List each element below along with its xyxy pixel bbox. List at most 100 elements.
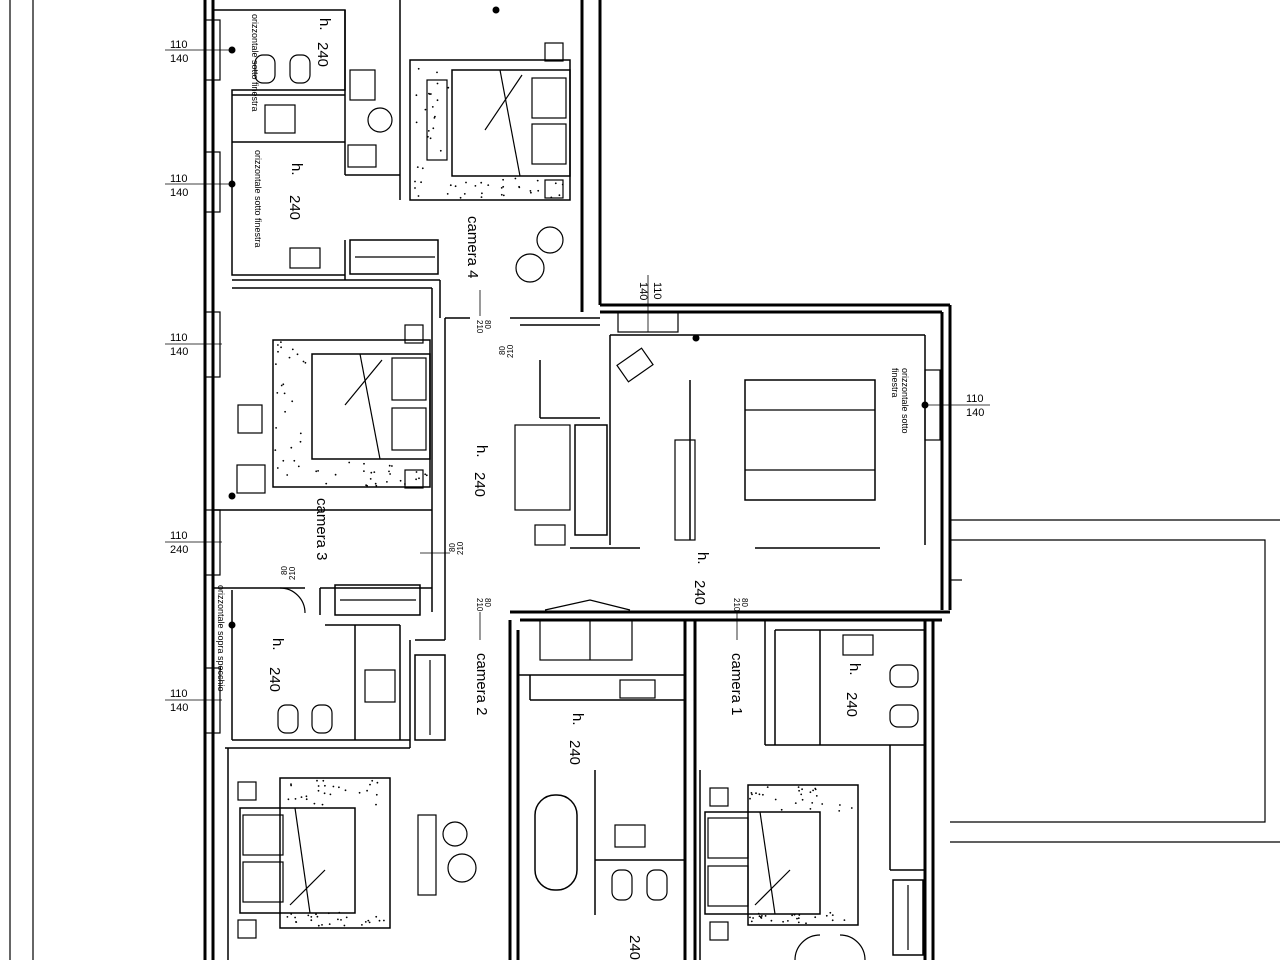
headboard-texture-dot: [814, 916, 817, 919]
headboard-texture-dot: [811, 802, 814, 804]
height-label: h.: [846, 663, 863, 676]
headboard-texture-dot: [760, 916, 762, 919]
headboard-texture-dot: [291, 348, 294, 351]
headboard-texture-dot: [421, 167, 424, 170]
headboard-texture-dot: [317, 785, 320, 787]
window-dim: 140: [966, 407, 984, 419]
headboard-texture-dot: [425, 474, 428, 477]
door-dim: 210: [288, 566, 297, 580]
window-dim: 140: [170, 53, 188, 65]
headboard-texture-dot: [286, 474, 289, 476]
headboard-texture-dot: [275, 363, 277, 365]
note-orizz-sopra-specchio: orizzontale sopra specchio: [216, 585, 226, 692]
room-label-camera-4: camera 4: [464, 216, 481, 279]
headboard-texture-dot: [370, 471, 373, 474]
headboard-texture-dot: [764, 915, 767, 917]
headboard-texture-dot: [274, 449, 277, 451]
headboard-texture-dot: [529, 190, 532, 192]
terrace-outline: [950, 519, 1280, 843]
headboard-texture-dot: [481, 192, 483, 195]
headboard-texture-dot: [536, 179, 539, 182]
headboard-texture-dot: [801, 788, 803, 791]
headboard-texture-dot: [337, 918, 339, 921]
headboard-texture-dot: [558, 194, 561, 197]
room-label-camera-1: camera 1: [728, 653, 745, 716]
headboard-texture-dot: [782, 920, 784, 923]
headboard-texture-dot: [290, 913, 293, 915]
section-markers: [420, 290, 738, 640]
headboard-texture-dot: [324, 784, 326, 787]
headboard-texture-dot: [850, 807, 853, 809]
headboard-texture-dot: [427, 130, 430, 132]
headboard-texture-dot: [367, 919, 370, 922]
headboard-texture-dot: [276, 392, 279, 394]
headboard-texture-dot: [838, 810, 841, 812]
headboard-texture-dot: [300, 796, 303, 798]
headboard-texture-dot: [530, 191, 532, 194]
headboard-texture-dot: [750, 792, 753, 794]
headboard-texture-dot: [417, 195, 420, 197]
living-furniture: [514, 347, 880, 661]
note-orizz-sotto-finestra: orizzontale sotto finestra: [253, 150, 263, 248]
headboard-texture-dot: [465, 181, 467, 184]
headboard-texture-dot: [282, 383, 285, 386]
height-value: 240: [626, 935, 643, 960]
headboard-texture-dot: [323, 792, 326, 795]
headboard-texture-dot: [315, 470, 318, 473]
headboard-texture-dot: [502, 178, 504, 181]
headboard-texture-dot: [375, 915, 378, 918]
headboard-texture-dot: [815, 795, 818, 797]
window-dimensions: 110 140 110 140 110 140 110 240 110 140 …: [170, 39, 984, 714]
headboard-texture-dot: [774, 798, 777, 801]
headboard-texture-dot: [447, 86, 450, 89]
door-dim: 210: [475, 320, 484, 334]
height-label: h.: [694, 552, 711, 565]
headboard-texture-dot: [297, 465, 300, 468]
headboard-texture-dot: [283, 392, 286, 395]
headboard-texture-dot: [371, 779, 374, 782]
headboard-texture-dot: [321, 803, 324, 806]
headboard-texture-dot: [829, 911, 832, 914]
bed-camera-2: [237, 777, 391, 939]
headboard-texture-dot: [315, 913, 317, 916]
height-value: 240: [314, 42, 331, 67]
headboard-texture-dot: [338, 786, 340, 789]
headboard-texture-dot: [418, 477, 420, 480]
headboard-texture-dot: [415, 121, 418, 124]
headboard-texture-dot: [749, 797, 751, 800]
headboard-texture-dot: [276, 467, 279, 469]
headboard-texture-dot: [329, 793, 332, 796]
headboard-texture-dot: [287, 798, 290, 801]
headboard-texture-dot: [487, 184, 490, 187]
headboard-texture-dot: [454, 185, 457, 188]
headboard-texture-dot: [332, 785, 335, 788]
height-value: 240: [691, 580, 708, 605]
door-dim: 80: [483, 320, 492, 329]
headboard-texture-dot: [316, 779, 318, 782]
headboard-texture-dot: [424, 108, 427, 111]
headboard-texture-dot: [518, 186, 521, 189]
window-dim: 140: [637, 282, 649, 300]
headboard-texture-dot: [500, 193, 503, 196]
wardrobes: [334, 239, 924, 956]
headboard-texture-dot: [432, 127, 435, 130]
headboard-texture-dot: [429, 93, 431, 95]
headboard-texture-dot: [338, 911, 341, 914]
room-label-camera-3: camera 3: [313, 498, 330, 561]
headboard-texture-dot: [500, 187, 503, 189]
headboard-texture-dot: [282, 459, 285, 462]
headboard-texture-dot: [293, 459, 296, 462]
headboard-texture-dot: [749, 916, 751, 919]
headboard-texture-dot: [310, 916, 313, 918]
window-dim: 140: [170, 187, 188, 199]
headboard-texture-dot: [305, 795, 308, 798]
headboard-texture-dot: [750, 920, 753, 923]
window-dim: 110: [170, 173, 188, 185]
headboard-texture-dot: [770, 919, 773, 922]
door-dim: 80: [448, 543, 457, 552]
headboard-texture-dot: [766, 786, 769, 788]
headboard-texture-dot: [414, 187, 416, 189]
door-dim: 80: [498, 346, 507, 355]
headboard-texture-dot: [304, 361, 307, 364]
